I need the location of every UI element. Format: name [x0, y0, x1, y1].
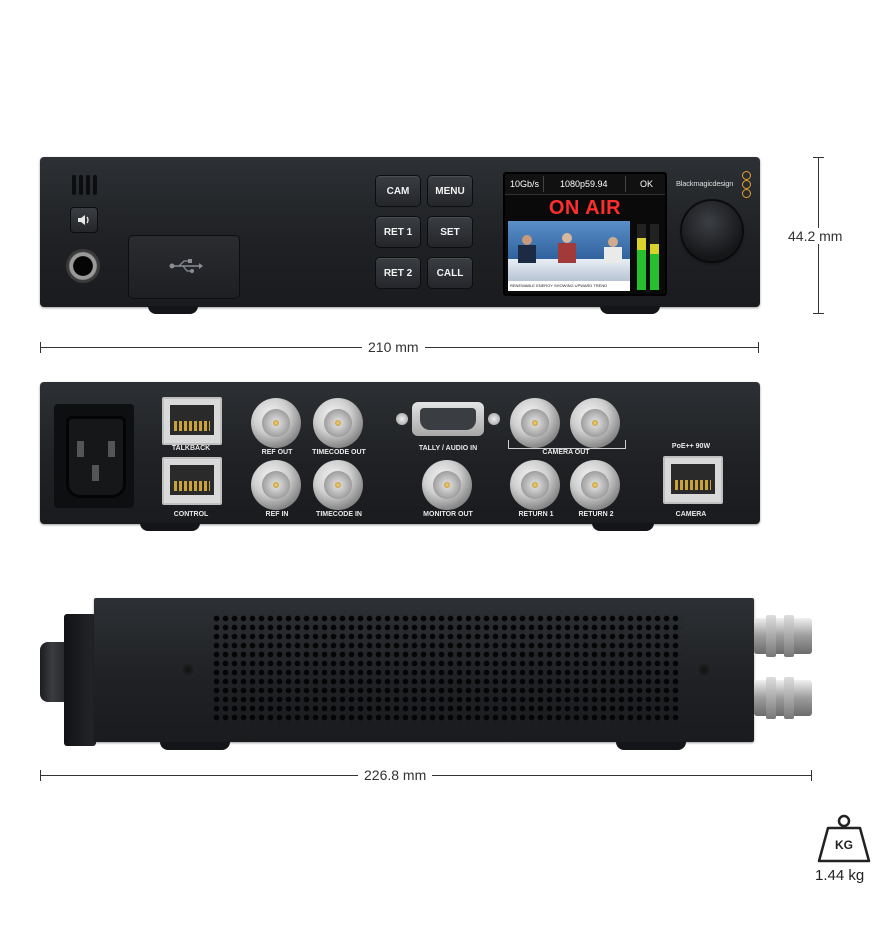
- usb-cover[interactable]: [128, 235, 240, 299]
- camera-out-1-bnc[interactable]: [510, 398, 560, 448]
- set-button[interactable]: SET: [427, 216, 473, 248]
- ref-out-label: REF OUT: [261, 449, 293, 456]
- ref-out-bnc[interactable]: [251, 398, 301, 448]
- lcd-status: OK: [640, 179, 654, 189]
- speaker-grille-icon: [72, 175, 98, 195]
- monitor-out-bnc[interactable]: [422, 460, 472, 510]
- poe-label: PoE++ 90W: [671, 443, 711, 450]
- knob-icon[interactable]: [682, 201, 742, 261]
- front-panel: CAM MENU RET 1 SET RET 2 CALL 10Gb/s 108…: [40, 157, 760, 307]
- return-1-bnc[interactable]: [510, 460, 560, 510]
- lcd-on-air: ON AIR: [548, 197, 622, 219]
- depth-label: 226.8 mm: [358, 767, 433, 783]
- timecode-out-label: TIMECODE OUT: [312, 449, 366, 456]
- return-2-bnc[interactable]: [570, 460, 620, 510]
- headphone-jack-icon[interactable]: [66, 249, 100, 283]
- camera-port[interactable]: [663, 456, 723, 504]
- front-foot-right: [600, 306, 660, 314]
- monitor-out-label: MONITOR OUT: [423, 511, 473, 518]
- rear-foot-left: [140, 523, 200, 531]
- lcd-bitrate: 10Gb/s: [510, 179, 540, 189]
- vent-grille: [212, 614, 682, 724]
- weight-icon: KG: [816, 814, 872, 864]
- speaker-button[interactable]: [70, 207, 98, 233]
- control-label: CONTROL: [173, 511, 209, 518]
- timecode-in-label: TIMECODE IN: [316, 511, 362, 518]
- control-port[interactable]: [162, 457, 222, 505]
- side-panel: [40, 598, 820, 758]
- timecode-out-bnc[interactable]: [313, 398, 363, 448]
- ref-in-label: REF IN: [265, 511, 289, 518]
- weight-label: 1.44 kg: [815, 867, 865, 884]
- talkback-label: TALKBACK: [171, 445, 211, 452]
- menu-button[interactable]: MENU: [427, 175, 473, 207]
- screw-right: [696, 662, 712, 678]
- tally-audio-label: TALLY / AUDIO IN: [418, 445, 478, 452]
- lcd-video-preview: RENEWABLE ENERGY SHOWING UPWARD TREND: [508, 221, 630, 291]
- tally-audio-port[interactable]: [396, 402, 500, 436]
- ret2-button[interactable]: RET 2: [375, 257, 421, 289]
- lcd-format: 1080p59.94: [560, 179, 608, 189]
- height-label: 44.2 mm: [782, 228, 849, 244]
- side-foot-right: [616, 742, 686, 750]
- talkback-port[interactable]: [162, 397, 222, 445]
- return-2-label: RETURN 2: [578, 511, 614, 518]
- call-button[interactable]: CALL: [427, 257, 473, 289]
- lcd-ticker: RENEWABLE ENERGY SHOWING UPWARD TREND: [508, 281, 630, 291]
- usb-icon: [169, 259, 203, 273]
- timecode-in-bnc[interactable]: [313, 460, 363, 510]
- camera-out-2-bnc[interactable]: [570, 398, 620, 448]
- return-1-label: RETURN 1: [518, 511, 554, 518]
- ref-in-bnc[interactable]: [251, 460, 301, 510]
- camera-out-bracket: [508, 440, 626, 449]
- speaker-icon: [78, 215, 89, 225]
- front-foot-left: [148, 306, 198, 314]
- side-bnc-bottom: [754, 677, 812, 719]
- lcd-screen: 10Gb/s 1080p59.94 OK ON AIR RENEWABLE EN…: [503, 172, 667, 296]
- side-foot-left: [160, 742, 230, 750]
- rear-panel: TALKBACK CONTROL REF OUT TIMECODE OUT RE…: [40, 382, 760, 524]
- weight-badge: KG: [835, 838, 853, 852]
- side-body: [94, 598, 754, 742]
- rear-foot-right: [592, 523, 654, 531]
- audio-meter-left: [637, 224, 646, 290]
- camera-out-label: CAMERA OUT: [542, 449, 590, 456]
- side-bnc-top: [754, 615, 812, 657]
- audio-meter-right: [650, 224, 659, 290]
- brand-logo: Blackmagicdesign: [676, 171, 756, 199]
- ret1-button[interactable]: RET 1: [375, 216, 421, 248]
- cam-button[interactable]: CAM: [375, 175, 421, 207]
- screw-left: [180, 662, 196, 678]
- width-label: 210 mm: [362, 339, 425, 355]
- lcd-status-bar: 10Gb/s 1080p59.94 OK: [505, 174, 665, 195]
- power-inlet[interactable]: [54, 404, 134, 508]
- camera-label: CAMERA: [675, 511, 707, 518]
